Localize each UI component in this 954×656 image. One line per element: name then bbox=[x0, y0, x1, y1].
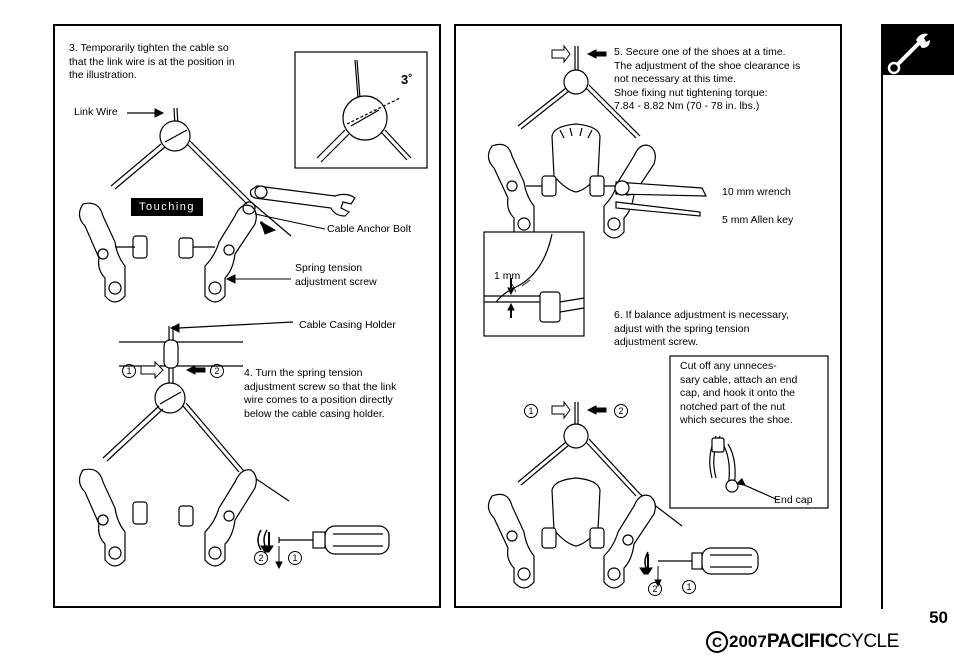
wrench-icon bbox=[887, 33, 930, 75]
marker-1: 1 bbox=[524, 404, 538, 418]
left-illustrations bbox=[78, 51, 428, 570]
clearance-inset-drawing bbox=[484, 233, 585, 323]
note-text: Cut off any unneces- sary cable, attach … bbox=[680, 360, 798, 426]
step3-text: 3. Temporarily tighten the cable so that… bbox=[69, 42, 235, 81]
step4-text: 4. Turn the spring tension adjustment sc… bbox=[244, 367, 397, 420]
tool-tab bbox=[882, 24, 954, 75]
driver-marker-1: 1 bbox=[682, 580, 696, 594]
spring-tension-label: Spring tension adjustment screw bbox=[295, 262, 377, 288]
touching-label: Touching bbox=[131, 198, 204, 216]
top-brake-shoe-arrows bbox=[551, 44, 607, 64]
marker-1: 1 bbox=[122, 364, 136, 378]
marker-2: 2 bbox=[210, 364, 224, 378]
cable-casing-label: Cable Casing Holder bbox=[299, 319, 396, 331]
top-brake-shoe-drawing bbox=[487, 46, 707, 239]
clearance-inset-box bbox=[483, 231, 585, 337]
step5-text: 5. Secure one of the shoes at a time. Th… bbox=[614, 46, 801, 112]
copyright-symbol: C bbox=[706, 631, 728, 653]
clearance-label: 1 mm bbox=[494, 270, 521, 282]
bottom-brake-drawing bbox=[78, 326, 390, 567]
bottom-brake-shoe-arrows bbox=[551, 400, 662, 588]
end-cap-drawing bbox=[709, 435, 779, 501]
copyright-year: 2007 bbox=[729, 632, 767, 651]
end-cap-arrow bbox=[736, 478, 746, 486]
marker-2: 2 bbox=[614, 404, 628, 418]
clearance-arrows bbox=[507, 278, 515, 318]
right-panel: 5. Secure one of the shoes at a time. Th… bbox=[454, 24, 842, 608]
driver-marker-1: 1 bbox=[288, 551, 302, 565]
angle-inset-drawing bbox=[316, 59, 412, 163]
right-illustrations bbox=[483, 44, 829, 589]
cable-anchor-label: Cable Anchor Bolt bbox=[327, 223, 412, 235]
left-panel: 3. Temporarily tighten the cable so that… bbox=[53, 24, 441, 608]
top-brake-arrows bbox=[127, 108, 326, 284]
section-divider-line bbox=[881, 24, 883, 609]
bottom-brake-arrows bbox=[140, 321, 294, 570]
top-brake-drawing bbox=[78, 107, 356, 303]
page-number: 50 bbox=[929, 608, 948, 627]
wrench-label: 10 mm wrench bbox=[722, 186, 791, 198]
driver-marker-2: 2 bbox=[254, 551, 268, 565]
note-box bbox=[669, 355, 829, 509]
brand-bold: PACIFIC bbox=[766, 631, 839, 652]
angle-label: 3˚ bbox=[401, 72, 413, 87]
allen-key-label: 5 mm Allen key bbox=[722, 214, 794, 226]
link-wire-label: Link Wire bbox=[74, 106, 118, 118]
bottom-brake-shoe-drawing bbox=[487, 402, 759, 589]
driver-marker-2: 2 bbox=[648, 582, 662, 596]
step6-text: 6. If balance adjustment is necessary, a… bbox=[614, 309, 789, 348]
end-cap-label: End cap bbox=[774, 494, 813, 506]
brand-light: CYCLE bbox=[837, 631, 899, 652]
